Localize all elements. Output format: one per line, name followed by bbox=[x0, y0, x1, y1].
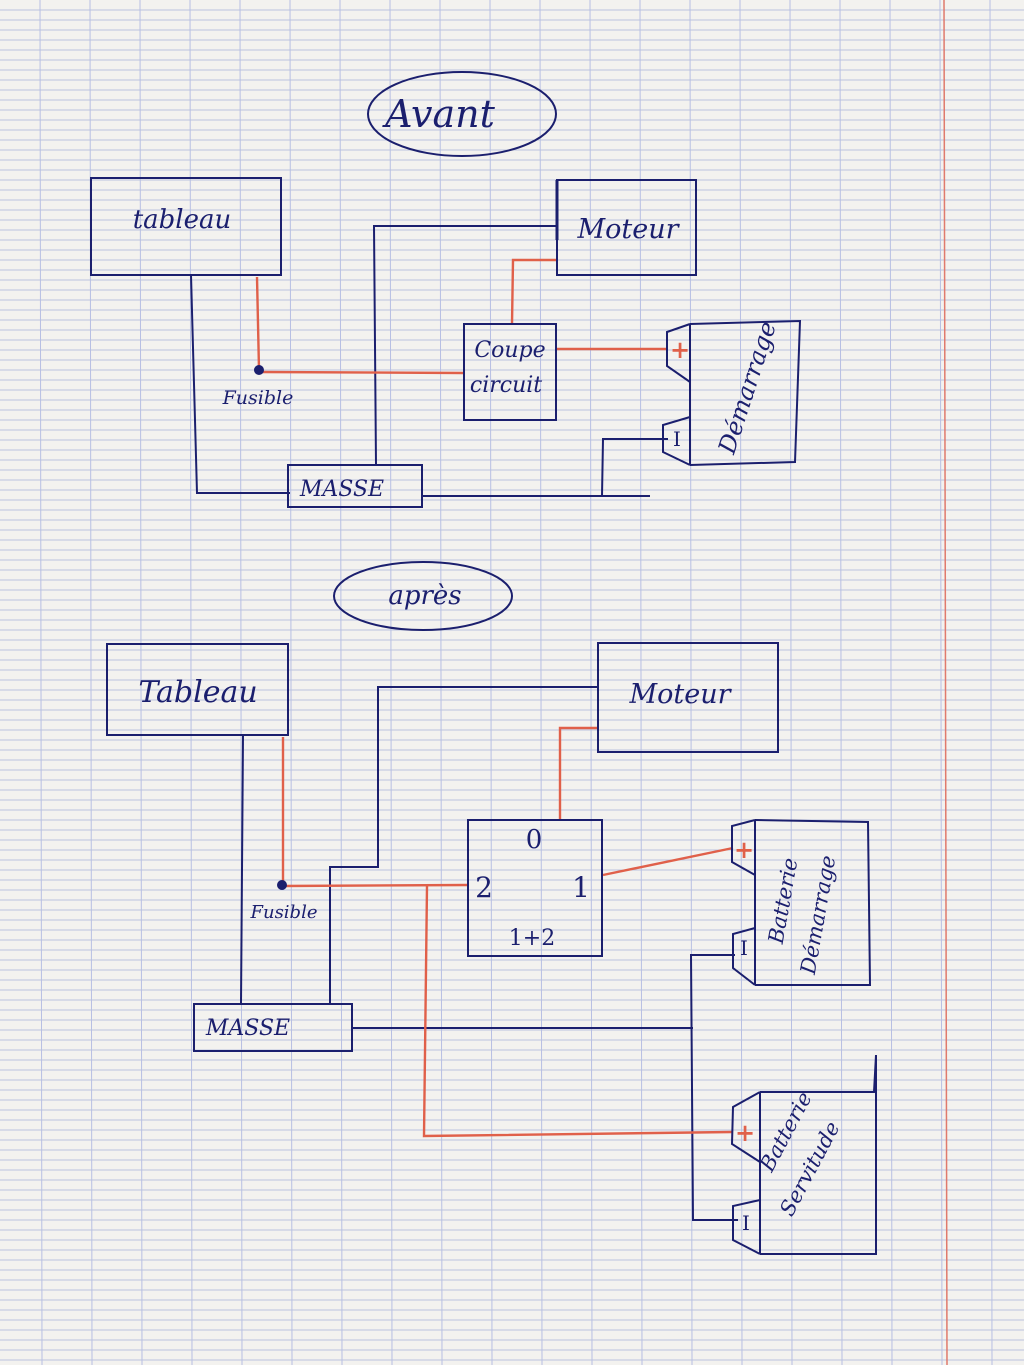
grid-line bbox=[489, 0, 493, 1365]
title-oval-avant bbox=[367, 71, 557, 157]
masse-box-apres bbox=[193, 1003, 353, 1052]
grid-line bbox=[989, 0, 993, 1365]
tableau-label-apres: Tableau bbox=[138, 675, 257, 710]
tableau-label-avant: tableau bbox=[133, 205, 232, 235]
switch-pos-1: 1 bbox=[572, 871, 590, 904]
grid-line bbox=[789, 0, 793, 1365]
wire-switch-plus-start bbox=[602, 846, 734, 877]
fusible-label-apres: Fusible bbox=[249, 902, 317, 923]
title-oval-apres bbox=[333, 561, 513, 631]
coupe-label-1: Coupe bbox=[474, 338, 545, 363]
wire-switch-plus-service bbox=[422, 885, 733, 1138]
coupe-label-2: circuit bbox=[470, 373, 542, 398]
minus-terminal-avant: I bbox=[673, 427, 681, 451]
plus-service: + bbox=[735, 1118, 755, 1147]
wire-tableau-masse bbox=[190, 274, 290, 494]
tableau-box-avant bbox=[90, 177, 282, 276]
margin-line bbox=[943, 0, 948, 1365]
coupe-circuit-box bbox=[463, 323, 557, 421]
switch-pos-2: 2 bbox=[475, 871, 493, 904]
battery-demarrage-avant bbox=[662, 319, 802, 466]
title-avant: Avant bbox=[382, 92, 495, 136]
minus-start: I bbox=[740, 936, 748, 960]
title-apres: après bbox=[388, 581, 461, 611]
grid-line bbox=[389, 0, 393, 1365]
masse-box-avant bbox=[287, 464, 423, 508]
fusible-dot-avant bbox=[254, 365, 264, 375]
wire-switch-moteur bbox=[558, 726, 598, 820]
grid-line bbox=[39, 0, 43, 1365]
wire-fusible-switch bbox=[282, 883, 469, 888]
tableau-box-apres bbox=[106, 643, 289, 736]
wire-tableau-fusible bbox=[255, 276, 261, 371]
grid-line bbox=[189, 0, 193, 1365]
wire-tableau-masse-apres bbox=[240, 734, 244, 1005]
fusible-dot-apres bbox=[277, 880, 287, 890]
wire-minus-bus-apres bbox=[689, 954, 738, 1221]
grid-line bbox=[739, 0, 743, 1365]
grid-line bbox=[539, 0, 543, 1365]
moteur-box-apres bbox=[597, 642, 779, 753]
grid-line bbox=[939, 0, 943, 1365]
masse-label-avant: MASSE bbox=[299, 477, 384, 502]
switch-pos-12: 1+2 bbox=[509, 926, 555, 951]
grid-line bbox=[639, 0, 643, 1365]
moteur-label-apres: Moteur bbox=[628, 679, 732, 710]
moteur-label-avant: Moteur bbox=[576, 214, 680, 245]
plus-terminal-avant: + bbox=[670, 335, 690, 364]
battery-servitude-apres bbox=[730, 1054, 877, 1255]
switch-pos-0: 0 bbox=[526, 825, 543, 855]
plus-start: + bbox=[734, 835, 754, 864]
wire-minus-bus bbox=[601, 438, 668, 497]
grid-line bbox=[139, 0, 143, 1365]
grid-line bbox=[339, 0, 343, 1365]
masse-label-apres: MASSE bbox=[205, 1016, 290, 1041]
wire-masse-moteur bbox=[372, 225, 557, 466]
battery-demarrage-apres bbox=[731, 819, 872, 986]
wire-coupe-moteur bbox=[510, 258, 557, 325]
grid-line bbox=[289, 0, 293, 1365]
grid-line bbox=[589, 0, 593, 1365]
switch-box bbox=[467, 819, 603, 957]
grid-line bbox=[239, 0, 243, 1365]
grid-line bbox=[839, 0, 843, 1365]
grid-line bbox=[889, 0, 893, 1365]
minus-service: I bbox=[742, 1211, 750, 1235]
wire-fusible-coupe bbox=[259, 370, 465, 375]
wire-masse-switch bbox=[329, 686, 598, 1004]
fusible-label-avant: Fusible bbox=[222, 387, 294, 409]
grid-line bbox=[439, 0, 443, 1365]
